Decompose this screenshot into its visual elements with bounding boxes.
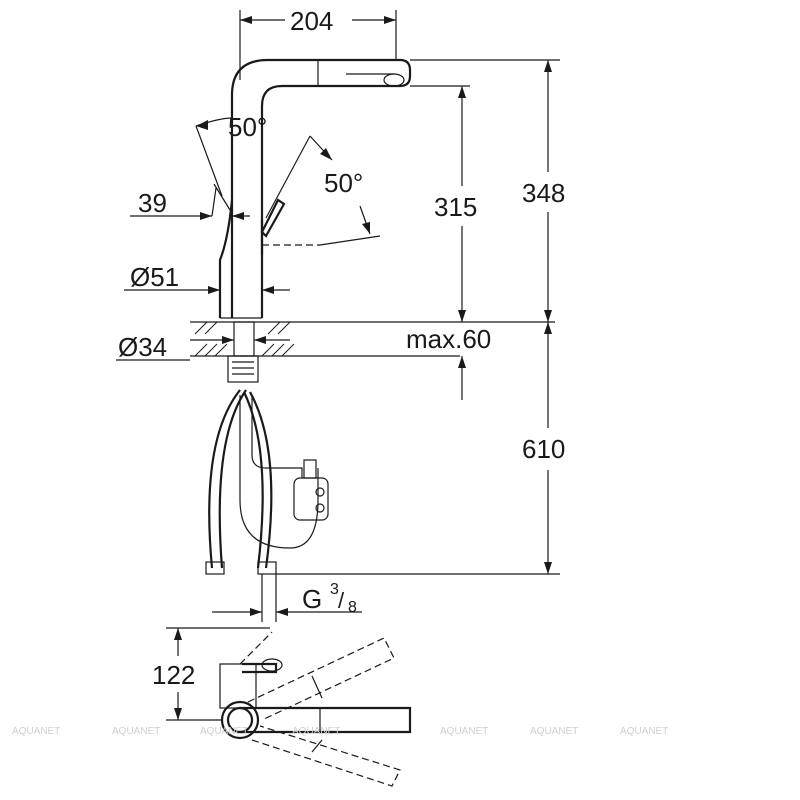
dim-mount-diameter: Ø34 xyxy=(118,332,167,362)
dim-top-width: 204 xyxy=(290,6,333,36)
hatching-left xyxy=(194,321,228,357)
watermarks: AQUANET AQUANET AQUANET AQUANET AQUANET … xyxy=(12,726,668,737)
faucet-top-view xyxy=(219,631,412,787)
watermark-6: AQUANET xyxy=(530,726,578,737)
dim-body-diameter: Ø51 xyxy=(130,262,179,292)
dim-thread-denominator: 8 xyxy=(348,599,357,616)
dimension-labels: 204 50° 50° 39 Ø51 Ø34 315 348 max.60 61… xyxy=(118,6,565,690)
dim-lever-angle-left: 50° xyxy=(228,112,267,142)
dim-thread-label: G xyxy=(302,584,322,614)
watermark-1: AQUANET xyxy=(12,726,60,737)
watermark-4: AQUANET xyxy=(292,726,340,737)
dim-deck-thickness: max.60 xyxy=(406,324,491,354)
dim-top-view-height: 122 xyxy=(152,660,195,690)
watermark-3: AQUANET xyxy=(200,726,248,737)
watermark-2: AQUANET xyxy=(112,726,160,737)
dim-total-height: 348 xyxy=(522,178,565,208)
countertop-section xyxy=(190,321,555,383)
watermark-5: AQUANET xyxy=(440,726,488,737)
dim-lever-angle-right: 50° xyxy=(324,168,363,198)
faucet-side-view xyxy=(211,58,412,319)
dim-spout-height: 315 xyxy=(434,192,477,222)
dim-hose-length: 610 xyxy=(522,434,565,464)
dim-lever-offset: 39 xyxy=(138,188,167,218)
hatching-right xyxy=(261,321,295,357)
dim-thread-slash: / xyxy=(338,588,345,613)
dimension-lines xyxy=(116,10,560,721)
supply-hoses xyxy=(205,389,329,575)
dim-thread-numerator: 3 xyxy=(330,581,339,598)
watermark-7: AQUANET xyxy=(620,726,668,737)
